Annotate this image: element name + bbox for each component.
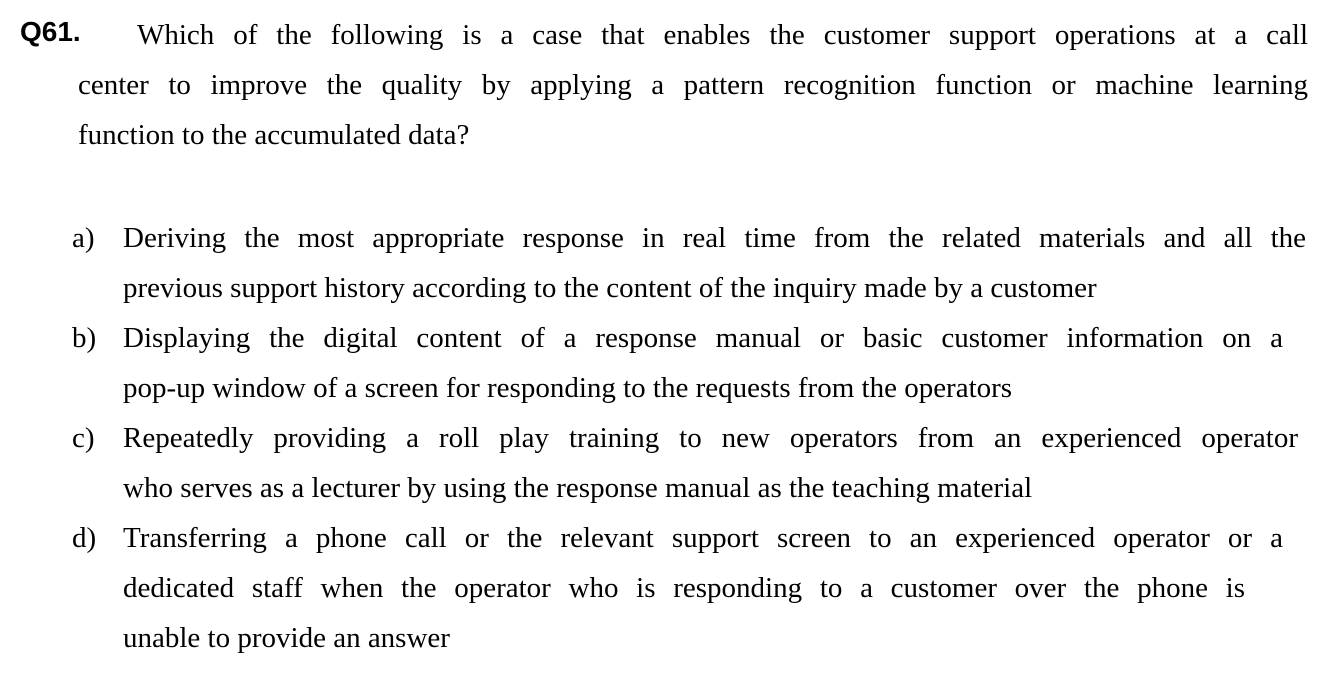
option-line: Deriving the most appropriate response i… [123,222,1306,254]
question-line: center to improve the quality by applyin… [78,69,1308,101]
option-label: a) [72,222,95,254]
question-line: Which of the following is a case that en… [137,19,1308,51]
option-line: Displaying the digital content of a resp… [123,322,1283,354]
option-line: Transferring a phone call or the relevan… [123,522,1283,554]
question-line: function to the accumulated data? [78,119,470,151]
question-number: Q61. [20,16,81,47]
option-line: pop-up window of a screen for responding… [123,372,1013,404]
option-line: Repeatedly providing a roll play trainin… [123,422,1298,454]
option-label: c) [72,422,95,454]
option-line: dedicated staff when the operator who is… [123,572,1245,604]
option-label: b) [72,322,97,354]
option-line: who serves as a lecturer by using the re… [123,472,1033,504]
option-line: previous support history according to th… [123,272,1097,304]
option-line: unable to provide an answer [123,622,450,654]
option-label: d) [72,522,97,554]
